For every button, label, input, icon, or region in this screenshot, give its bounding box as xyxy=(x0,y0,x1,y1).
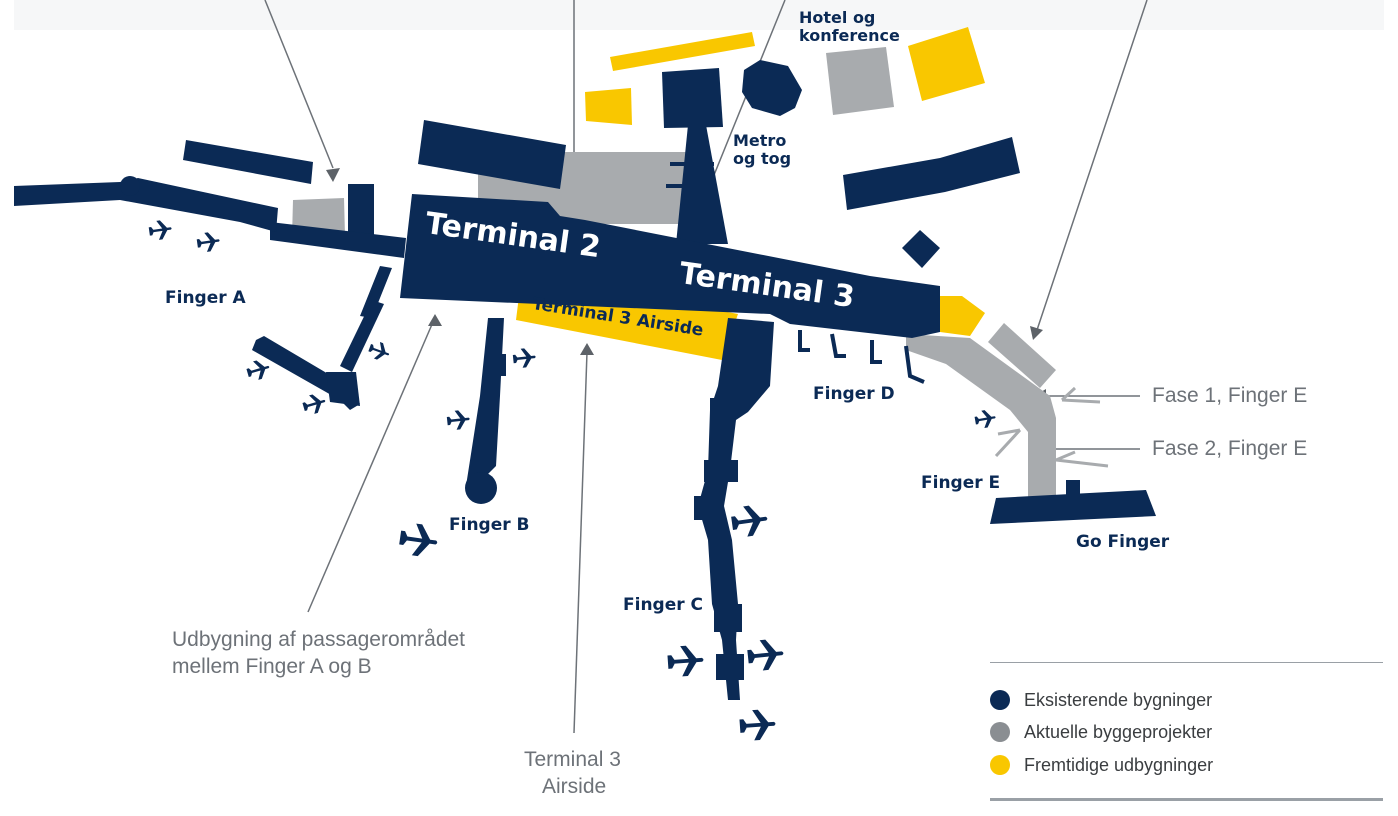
finger-b-label: Finger B xyxy=(449,515,530,535)
finger-c-label: Finger C xyxy=(623,595,704,615)
legend-bottom-divider xyxy=(990,798,1383,801)
fase2-callout: Fase 2, Finger E xyxy=(1152,437,1308,460)
go-finger-label: Go Finger xyxy=(1076,532,1170,552)
legend-swatch-current xyxy=(990,722,1010,742)
finger-d-label: Finger D xyxy=(813,384,895,404)
hotel-label-line2: konference xyxy=(799,26,900,45)
metro-label-line2: og tog xyxy=(733,149,792,168)
metro-label-line1: Metro xyxy=(733,131,787,150)
hotel-label-line1: Hotel og xyxy=(799,8,876,27)
legend: Eksisterende bygninger Aktuelle byggepro… xyxy=(990,662,1383,802)
t3-airside-callout-line2: Airside xyxy=(542,775,607,798)
legend-label-current: Aktuelle byggeprojekter xyxy=(1024,721,1213,742)
t3-airside-callout-line1: Terminal 3 xyxy=(524,748,621,771)
finger-a-label: Finger A xyxy=(165,288,246,308)
legend-swatch-existing xyxy=(990,690,1010,710)
top-fade-bar xyxy=(14,0,1384,30)
legend-swatch-future xyxy=(990,755,1010,775)
udbygning-callout-line2: mellem Finger A og B xyxy=(172,655,372,678)
finger-e-label: Finger E xyxy=(921,473,1001,493)
legend-label-existing: Eksisterende bygninger xyxy=(1024,689,1213,710)
legend-item-future: Fremtidige udbygninger xyxy=(990,752,1213,778)
legend-item-current: Aktuelle byggeprojekter xyxy=(990,719,1212,745)
fase1-callout: Fase 1, Finger E xyxy=(1152,384,1308,407)
legend-label-future: Fremtidige udbygninger xyxy=(1024,754,1214,775)
legend-top-divider xyxy=(990,662,1383,663)
current-projects xyxy=(292,47,1109,498)
udbygning-callout-line1: Udbygning af passagerområdet xyxy=(172,628,466,651)
existing-buildings xyxy=(14,60,1156,700)
legend-item-existing: Eksisterende bygninger xyxy=(990,687,1212,713)
